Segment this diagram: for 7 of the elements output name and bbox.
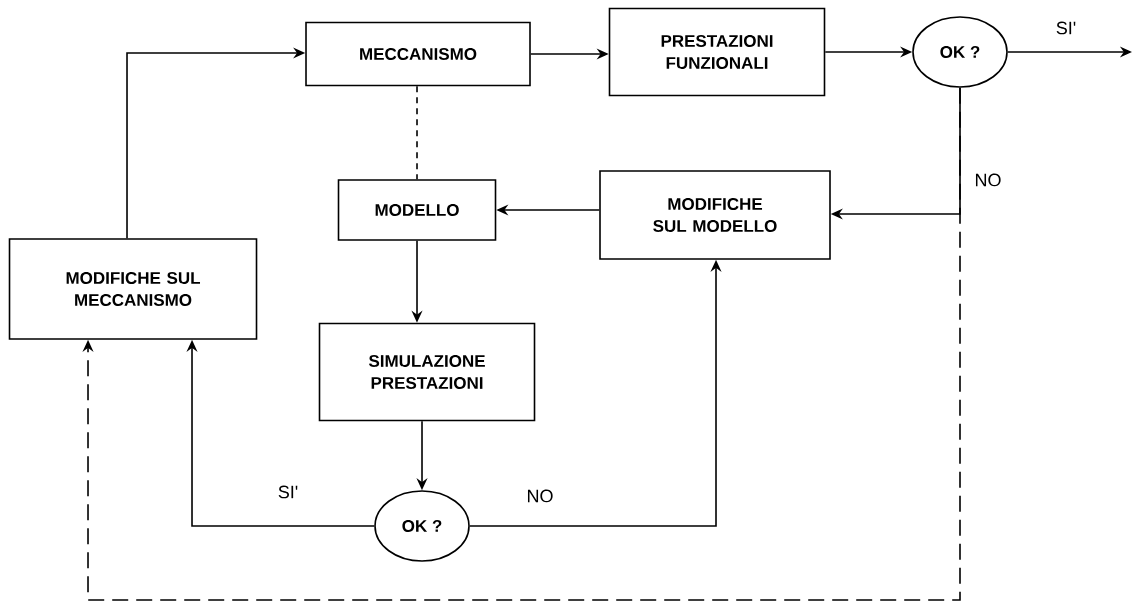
process-box: MODELLO (337, 179, 497, 241)
process-box: SIMULAZIONE PRESTAZIONI (318, 322, 536, 422)
process-box: MODIFICHE SUL MODELLO (599, 170, 831, 260)
arrow (82, 87, 961, 601)
process-box: MECCANISMO (305, 21, 531, 87)
process-box: PRESTAZIONI FUNZIONALI (608, 7, 826, 97)
process-box: MODIFICHE SUL MECCANISMO (8, 238, 258, 340)
